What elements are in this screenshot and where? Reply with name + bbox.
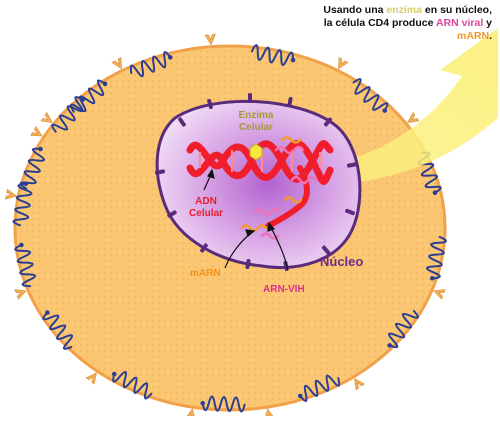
membrane-spike: [353, 377, 366, 391]
membrane-spike: [30, 125, 43, 137]
receptor: [200, 395, 246, 413]
nucleus: [154, 93, 362, 272]
membrane-spike: [184, 408, 197, 421]
adn-label: ADN Celular: [184, 196, 228, 220]
receptor: [129, 51, 173, 78]
membrane-spike: [40, 111, 53, 124]
membrane-spike: [14, 289, 27, 300]
caption-part1: Usando una: [323, 4, 387, 16]
enzyme-label-line2: Celular: [239, 122, 273, 133]
membrane-spike: [407, 111, 420, 124]
membrane-spike: [85, 372, 97, 385]
receptor: [14, 242, 37, 288]
nuclear-pore: [248, 93, 252, 103]
receptor: [250, 44, 296, 67]
adn-label-line1: ADN: [195, 196, 217, 207]
caption-arn-viral: ARN viral: [435, 17, 484, 29]
nuclear-pore: [245, 258, 251, 270]
receptor: [297, 374, 341, 402]
enzyme-label-line1: Enzima: [238, 110, 274, 121]
nuclear-pore: [323, 117, 333, 127]
nuclear-pore: [200, 243, 208, 253]
caption-enzyme-word: enzima: [386, 4, 422, 16]
nuclear-pore: [167, 210, 177, 218]
nuclear-pore: [178, 117, 186, 127]
arn-vih-label: ARN-VIH: [263, 284, 305, 295]
receptor: [387, 309, 419, 349]
rna-strands: [240, 136, 318, 240]
membrane-spike: [338, 56, 349, 70]
nuclear-pore: [321, 245, 331, 255]
membrane-spike: [111, 56, 122, 70]
nuclear-pores: [154, 93, 358, 272]
receptor: [111, 371, 153, 400]
membrane-spike: [433, 289, 446, 300]
nuclear-pore: [345, 208, 355, 216]
nuclear-pore: [287, 96, 293, 108]
caption-part3: y: [483, 17, 492, 29]
membrane-spike: [204, 33, 216, 46]
caption-part2: en su núcleo, la célula CD4 produce: [323, 4, 492, 29]
caption-part4: .: [489, 30, 492, 42]
receptor: [425, 235, 447, 281]
pointer-lines: [203, 168, 289, 271]
enzyme-hexagon: [249, 143, 263, 161]
receptor: [70, 79, 108, 113]
receptor: [42, 310, 74, 350]
membrane-spike: [263, 408, 276, 421]
adn-helix: [186, 140, 334, 229]
enzyme-label: Enzima Celular: [228, 110, 284, 134]
adn-label-line2: Celular: [189, 208, 223, 219]
caption-marn: mARN: [456, 30, 490, 42]
nuclear-pore: [346, 162, 358, 168]
membrane-spike: [5, 188, 18, 200]
membrane-receptors: [12, 44, 447, 413]
receptor: [19, 146, 45, 190]
receptor: [352, 78, 389, 113]
nuclear-pore: [154, 169, 166, 175]
caption: Usando una enzima en su núcleo, la célul…: [317, 4, 492, 43]
marn-label: mARN: [190, 268, 221, 279]
nuclear-pore: [207, 98, 213, 110]
nucleus-label: Núcleo: [320, 254, 364, 269]
